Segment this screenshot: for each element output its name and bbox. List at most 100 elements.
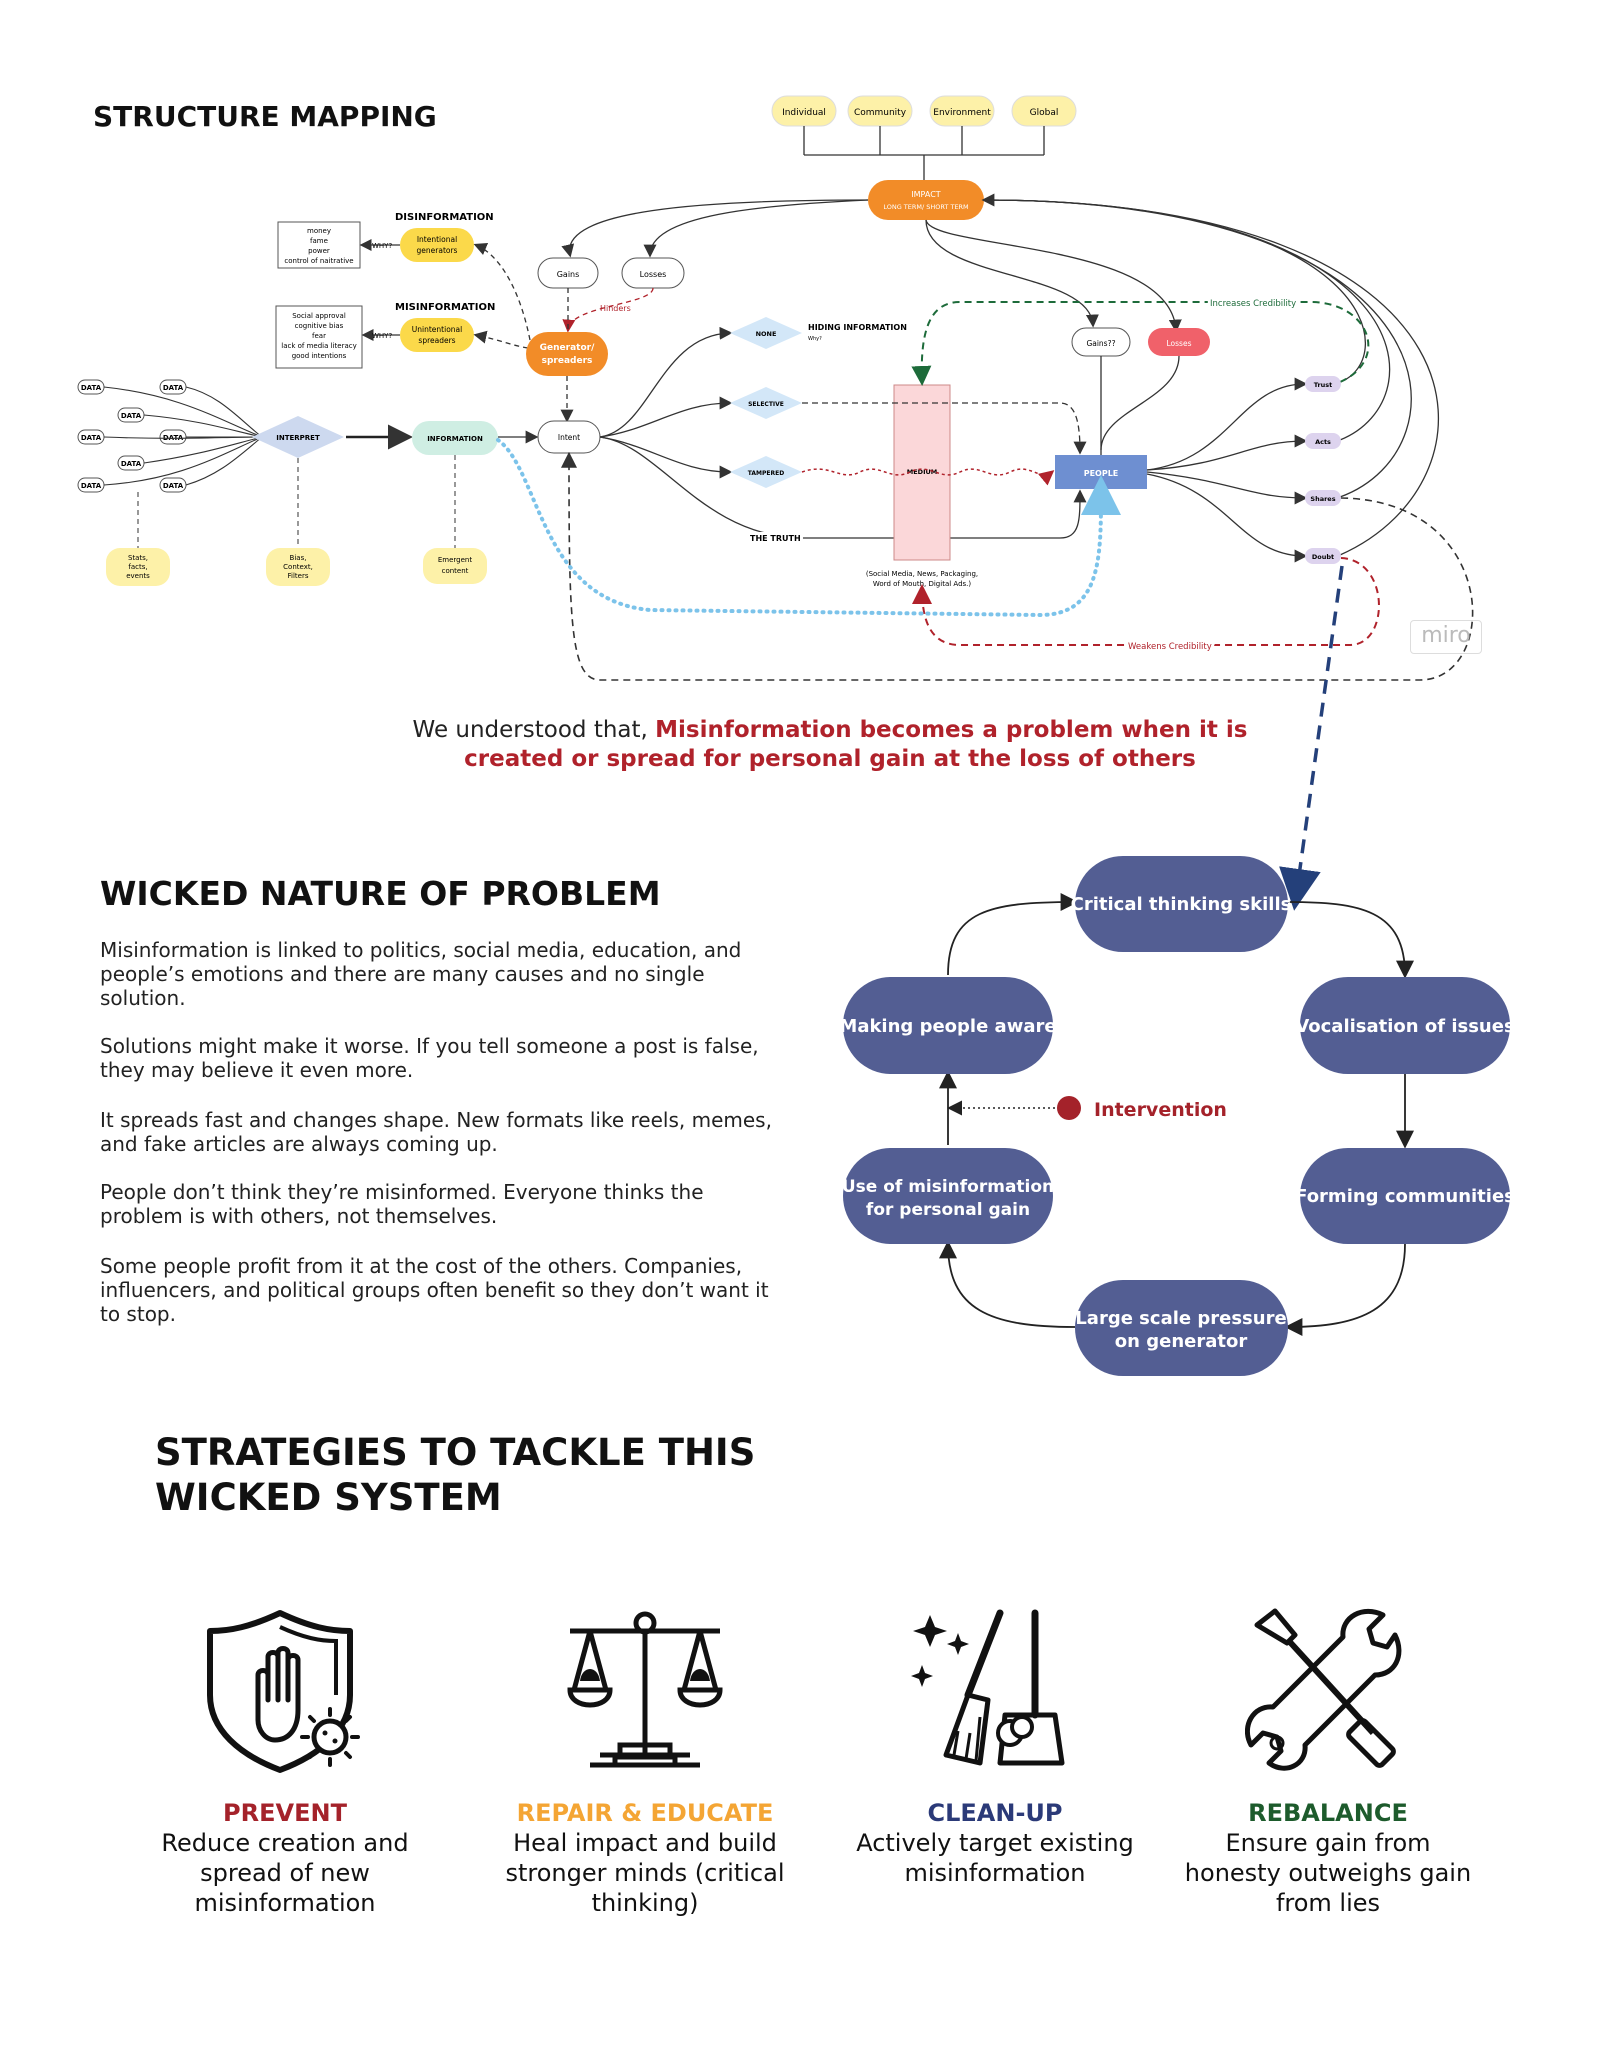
insight-prefix: We understood that, [412, 717, 656, 743]
strategies-title-line-2: WICKED SYSTEM [155, 1476, 502, 1519]
insight-statement: We understood that, Misinformation becom… [300, 716, 1360, 774]
unintentional-spreaders: Unintentional spreaders [400, 318, 474, 352]
strategy-prevent-title: PREVENT [223, 1799, 347, 1827]
wicked-paragraph-1: Misinformation is linked to politics, so… [100, 938, 742, 1010]
svg-text:generators: generators [417, 246, 458, 255]
wicked-paragraph-2: Solutions might make it worse. If you te… [100, 1034, 759, 1082]
svg-text:Social approval: Social approval [292, 312, 346, 320]
intervention-label: Intervention [1094, 1099, 1227, 1121]
svg-text:Why?: Why? [808, 336, 822, 342]
svg-text:Increases Credibility: Increases Credibility [1210, 299, 1296, 309]
dis-reasons-box: money fame power control of naitrative [277, 221, 361, 269]
svg-text:control of naitrative: control of naitrative [284, 257, 353, 265]
svg-text:(Social Media, News, Packaging: (Social Media, News, Packaging, [866, 570, 978, 578]
svg-text:Use of misinformation: Use of misinformation [842, 1177, 1054, 1197]
wrench-screwdriver-icon [1245, 1608, 1402, 1771]
medium-box: MEDIUM [893, 384, 951, 561]
svg-text:Global: Global [1030, 108, 1059, 118]
none-node: NONE [730, 317, 802, 349]
wicked-paragraph-3: It spreads fast and changes shape. New f… [100, 1108, 772, 1156]
svg-text:Individual: Individual [782, 108, 826, 118]
svg-text:Losses: Losses [640, 270, 667, 279]
svg-text:DATA: DATA [121, 460, 142, 468]
disinformation-label: DISINFORMATION [395, 212, 494, 223]
strategy-cleanup-title: CLEAN-UP [927, 1799, 1063, 1827]
svg-text:Losses: Losses [1167, 339, 1192, 348]
the-truth-label: THE TRUTH [750, 534, 801, 543]
svg-text:INFORMATION: INFORMATION [427, 435, 483, 443]
stats-note: Stats,facts,events [106, 548, 170, 586]
cycle-vocalisation: Vocalisation of issues [1295, 977, 1515, 1074]
svg-text:cognitive bias: cognitive bias [295, 322, 344, 330]
svg-text:NONE: NONE [756, 330, 777, 338]
strategy-repair-educate: REPAIR & EDUCATE Heal impact and build s… [495, 1798, 795, 1918]
svg-text:Large scale pressure: Large scale pressure [1075, 1308, 1286, 1329]
weakens-credibility-label: Weakens Credibility [1128, 642, 1212, 652]
svg-text:LONG TERM/ SHORT TERM: LONG TERM/ SHORT TERM [883, 203, 968, 211]
scales-icon [567, 1611, 723, 1768]
svg-text:MEDIUM: MEDIUM [907, 468, 937, 476]
strategy-rebalance-desc: Ensure gain from honesty outweighs gain … [1184, 1829, 1472, 1917]
svg-text:Making people aware: Making people aware [839, 1016, 1056, 1037]
svg-text:PEOPLE: PEOPLE [1084, 469, 1119, 478]
svg-text:money: money [307, 227, 331, 235]
svg-text:WHY?: WHY? [372, 242, 392, 250]
strategies-title-line-1: STRATEGIES TO TACKLE THIS [155, 1431, 756, 1474]
wicked-paragraph-4: People don’t think they’re misinformed. … [100, 1180, 704, 1228]
svg-text:SELECTIVE: SELECTIVE [748, 401, 784, 408]
svg-text:INTERPRET: INTERPRET [276, 434, 320, 442]
svg-text:spreaders: spreaders [542, 356, 593, 366]
strategy-rebalance: REBALANCE Ensure gain from honesty outwe… [1178, 1798, 1478, 1918]
strategies-title: STRATEGIES TO TACKLE THIS WICKED SYSTEM [155, 1430, 755, 1520]
interpret-node: INTERPRET [252, 416, 344, 458]
svg-text:WHY?: WHY? [372, 332, 392, 340]
svg-text:DATA: DATA [81, 482, 102, 490]
hinders-label: Hinders [600, 304, 631, 313]
svg-text:Trust: Trust [1314, 381, 1333, 389]
svg-text:good intentions: good intentions [292, 352, 347, 360]
svg-text:for personal gain: for personal gain [866, 1200, 1030, 1220]
svg-text:Stats,: Stats, [128, 554, 148, 562]
increases-credibility-label: Increases Credibility [1210, 299, 1296, 309]
svg-text:Generator/: Generator/ [540, 343, 595, 353]
shield-hand-virus-icon [207, 1610, 360, 1773]
strategy-clean-up: CLEAN-UP Actively target existing misinf… [845, 1798, 1145, 1888]
shares-node: Shares [1305, 490, 1341, 506]
svg-text:Intent: Intent [558, 433, 580, 442]
svg-text:Gains: Gains [557, 270, 580, 279]
svg-text:Word of Mouth, Digital Ads.): Word of Mouth, Digital Ads.) [873, 580, 971, 588]
doubt-node: Doubt [1305, 548, 1341, 564]
svg-text:Emergent: Emergent [438, 556, 472, 564]
svg-text:spreaders: spreaders [418, 336, 455, 345]
acts-node: Acts [1305, 433, 1341, 449]
svg-text:DATA: DATA [121, 412, 142, 420]
svg-text:Gains??: Gains?? [1086, 339, 1115, 348]
svg-text:Bias,: Bias, [290, 554, 307, 562]
misinformation-label: MISINFORMATION [395, 302, 495, 313]
svg-text:Filters: Filters [288, 572, 309, 580]
cycle-diagram: Intervention Critical thinking skills Vo… [839, 856, 1515, 1376]
svg-text:Shares: Shares [1310, 495, 1335, 503]
strategy-rebalance-title: REBALANCE [1248, 1799, 1408, 1827]
intentional-generators: Intentional generators [400, 228, 474, 262]
svg-text:DATA: DATA [81, 434, 102, 442]
strategy-repair-title: REPAIR & EDUCATE [516, 1799, 774, 1827]
bias-note: Bias,Context,Filters [266, 548, 330, 586]
hiding-information-label: HIDING INFORMATION [808, 323, 907, 332]
svg-text:DATA: DATA [163, 482, 184, 490]
wicked-title: WICKED NATURE OF PROBLEM [100, 874, 661, 913]
cycle-large-scale-pressure: Large scale pressure on generator [1075, 1280, 1288, 1376]
svg-text:Intentional: Intentional [417, 235, 457, 244]
svg-text:Acts: Acts [1315, 438, 1331, 446]
strategy-prevent: PREVENT Reduce creation and spread of ne… [135, 1798, 435, 1918]
svg-text:Critical thinking skills: Critical thinking skills [1071, 894, 1292, 915]
trust-node: Trust [1305, 376, 1341, 392]
svg-text:Context,: Context, [283, 563, 313, 571]
cycle-making-people-aware: Making people aware [839, 977, 1057, 1074]
generator-spreaders-node: Generator/ spreaders [526, 332, 608, 376]
cycle-use-of-misinformation: Use of misinformation for personal gain [842, 1148, 1054, 1244]
structure-map-diagram: Individual Community Environment Global … [77, 95, 1474, 681]
broom-cleaning-icon [911, 1609, 1065, 1766]
svg-text:Forming communities: Forming communities [1295, 1186, 1515, 1207]
